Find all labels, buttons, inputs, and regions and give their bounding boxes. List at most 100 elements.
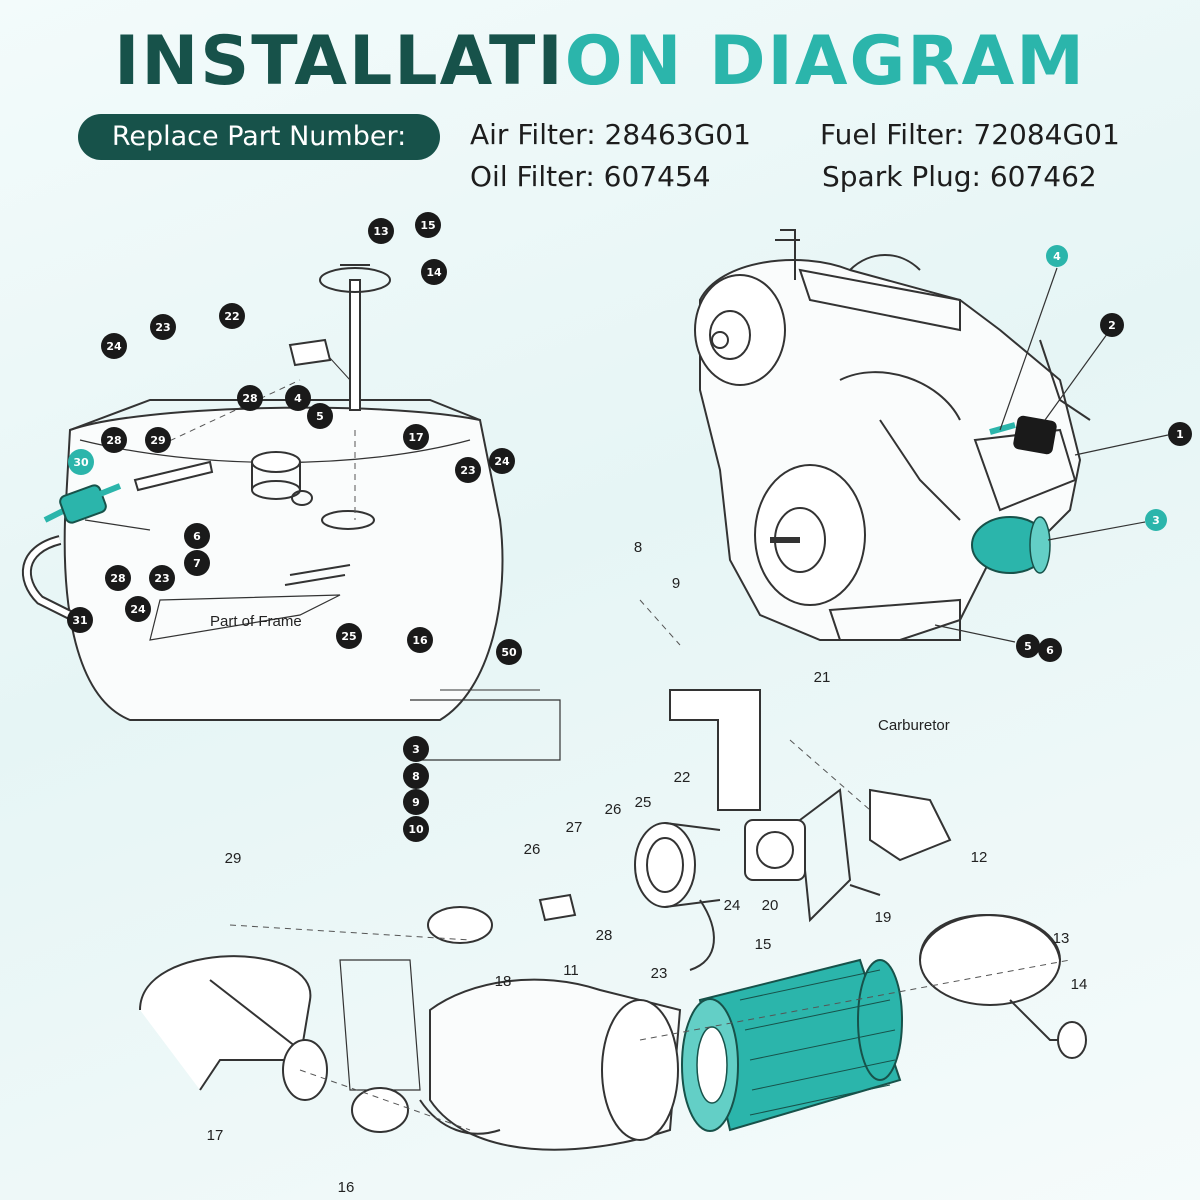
part-number-label: 28 (596, 927, 613, 944)
callout-number: 14 (426, 266, 442, 279)
callout-badge (1100, 313, 1124, 337)
intake-drawing (139, 689, 1087, 1151)
callout-badge (149, 565, 175, 591)
spark-plug-part: Spark Plug: 607462 (822, 160, 1097, 193)
callout-badge (68, 449, 94, 475)
callout-badge (184, 550, 210, 576)
callout-number: 29 (150, 434, 165, 447)
spark-plug-boot-icon (1013, 415, 1057, 455)
callout-number: 24 (494, 455, 510, 468)
callout-number: 13 (373, 225, 388, 238)
engine-leader-lines (934, 267, 1169, 643)
callout-number: 2 (1108, 319, 1116, 332)
callout-number: 28 (242, 392, 257, 405)
part-number-label: 16 (338, 1179, 355, 1196)
callout-number: 23 (155, 321, 170, 334)
callout-badge (421, 259, 447, 285)
callout-badge (307, 403, 333, 429)
title-part-dark: INSTALLATI (114, 22, 565, 101)
callout-number: 6 (193, 530, 201, 543)
callout-number: 23 (154, 572, 169, 585)
part-number-label: 19 (875, 909, 892, 926)
callout-badge (101, 333, 127, 359)
part-number-label: 14 (1071, 976, 1088, 993)
callout-badge (1145, 509, 1167, 531)
callout-number: 3 (1152, 514, 1160, 527)
part-number-label: 9 (672, 575, 680, 592)
callout-badge (1046, 245, 1068, 267)
callout-number: 25 (341, 630, 356, 643)
part-number-label: 23 (651, 965, 668, 982)
callout-number: 50 (501, 646, 517, 659)
part-number-label: 17 (207, 1127, 224, 1144)
part-number-label: 21 (814, 669, 831, 686)
callout-badge (1168, 422, 1192, 446)
part-number-label: 12 (971, 849, 988, 866)
callout-badge (407, 627, 433, 653)
part-number-label: 24 (724, 897, 741, 914)
callout-badge (368, 218, 394, 244)
callout-number: 1 (1176, 428, 1184, 441)
callout-badge (105, 565, 131, 591)
part-number-label: 18 (495, 973, 512, 990)
callout-badge (285, 385, 311, 411)
callout-badge (403, 424, 429, 450)
callout-badge (496, 639, 522, 665)
callout-number: 23 (460, 464, 475, 477)
callout-number: 5 (316, 410, 324, 423)
title-part-teal: ON DIAGRAM (564, 22, 1086, 101)
callout-number: 30 (73, 456, 89, 469)
callout-number: 24 (106, 340, 122, 353)
part-number-label: 25 (635, 794, 652, 811)
callout-badge (489, 448, 515, 474)
callout-badge (455, 457, 481, 483)
part-number-label: 11 (563, 962, 579, 979)
part-number-label: 13 (1053, 930, 1070, 947)
callout-badge (145, 427, 171, 453)
callout-number: 3 (412, 743, 420, 756)
callout-badge (67, 607, 93, 633)
callout-badge (1016, 634, 1040, 658)
callout-number: 8 (412, 770, 420, 783)
callout-badge (403, 816, 429, 842)
callout-badge (403, 789, 429, 815)
callout-number: 28 (106, 434, 121, 447)
spark-plug-highlight (989, 422, 1016, 435)
part-number-label: 8 (634, 539, 642, 556)
callout-number: 9 (412, 796, 420, 809)
part-of-frame-label: Part of Frame (210, 613, 302, 630)
part-number-label: 26 (605, 801, 622, 818)
callout-number: 31 (72, 614, 87, 627)
part-number-label: 27 (566, 819, 583, 836)
air-filter-highlight (681, 958, 903, 1132)
callout-badge (237, 385, 263, 411)
carburetor-label: Carburetor (878, 717, 950, 734)
callout-number: 15 (420, 219, 435, 232)
callout-number: 10 (408, 823, 424, 836)
part-number-label: 26 (524, 841, 541, 858)
callout-badge (403, 736, 429, 762)
replace-part-number-badge: Replace Part Number: (78, 114, 440, 160)
callout-number: 22 (224, 310, 239, 323)
callout-number: 28 (110, 572, 125, 585)
callout-badge (101, 427, 127, 453)
callout-badge (125, 596, 151, 622)
fuel-filter-part: Fuel Filter: 72084G01 (820, 118, 1120, 151)
callout-badge (403, 763, 429, 789)
callout-number: 24 (130, 603, 146, 616)
callout-badge (150, 314, 176, 340)
callout-number: 5 (1024, 640, 1032, 653)
callout-badge (1038, 638, 1062, 662)
part-number-label: 20 (762, 897, 779, 914)
callout-number: 4 (1053, 250, 1061, 263)
part-number-label: 29 (225, 850, 242, 867)
callout-number: 4 (294, 392, 302, 405)
fuel-filter-highlight (43, 483, 122, 524)
callout-number: 16 (412, 634, 428, 647)
page-title: INSTALLATION DIAGRAM (0, 22, 1200, 102)
oil-filter-part: Oil Filter: 607454 (470, 160, 711, 193)
part-number-label: 15 (755, 936, 772, 953)
callout-badge (336, 623, 362, 649)
part-number-label: 22 (674, 769, 691, 786)
